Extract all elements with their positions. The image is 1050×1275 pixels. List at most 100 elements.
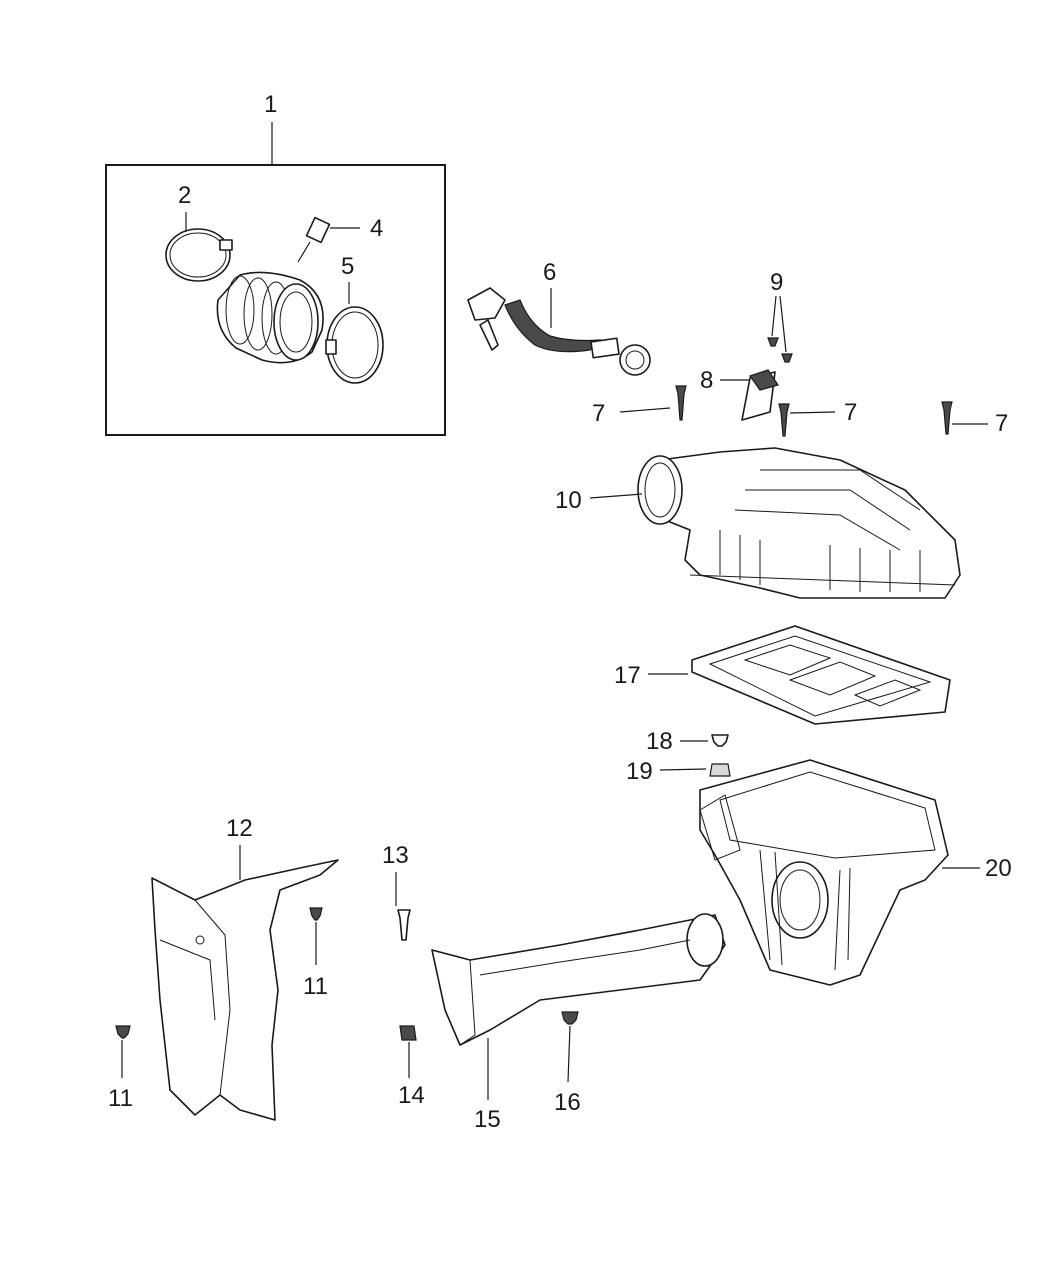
part-4-sensor: 4 <box>297 215 383 263</box>
intake-hose-end-inner <box>279 291 313 353</box>
part-16-push-pin: 16 <box>554 1011 581 1116</box>
cover-10-body <box>659 447 961 599</box>
callout-14: 14 <box>398 1082 425 1109</box>
clamp-5-screw <box>325 339 337 355</box>
pin-11a <box>309 907 323 921</box>
clamp-2-screw <box>219 239 233 251</box>
shield-12-body <box>151 859 339 1121</box>
bolt-7a <box>675 385 687 421</box>
callout-11b: 11 <box>108 1085 133 1112</box>
shield-12-fold <box>194 899 231 1096</box>
intake-hose-rib-1 <box>225 275 255 345</box>
callout-5: 5 <box>341 253 354 280</box>
housing-20-grid-4 <box>847 867 851 961</box>
leader-10 <box>589 493 643 499</box>
intake-hose-rib-2 <box>243 277 273 351</box>
kit-1-box <box>105 164 446 436</box>
shield-12-rib <box>159 939 216 1021</box>
callout-15: 15 <box>474 1106 501 1133</box>
housing-20-body <box>699 759 949 986</box>
part-12-shield: 12 <box>151 815 339 1121</box>
duct-15-mouth <box>431 949 476 1046</box>
part-17-air-filter: 17 <box>614 625 951 725</box>
duct-15-body <box>431 914 726 1046</box>
leader-7b <box>789 411 836 414</box>
leader-16 <box>567 1025 571 1083</box>
part-11-push-pins: 11 11 <box>108 907 328 1112</box>
part-10-airbox-cover: 10 <box>555 447 961 599</box>
part-13-bolt: 13 <box>382 842 411 941</box>
screw-9b <box>781 353 793 363</box>
screw-9a <box>767 337 779 347</box>
housing-20-grid-1 <box>759 849 771 961</box>
callout-16: 16 <box>554 1089 581 1116</box>
housing-20-outlet <box>771 861 829 939</box>
part-6-vent-hose: 6 <box>467 259 651 376</box>
callout-18: 18 <box>646 728 673 755</box>
callout-7c: 7 <box>995 410 1008 437</box>
part-14-clip: 14 <box>398 1025 425 1109</box>
grommet-18 <box>711 734 729 747</box>
cover-10-ridge-1 <box>760 469 921 511</box>
part-18-grommet: 18 <box>646 728 729 755</box>
filter-17-panel-1 <box>743 644 832 676</box>
bolt-7b <box>778 403 790 437</box>
vent-hose-6-sleeve <box>590 337 620 359</box>
duct-15-outlet <box>686 913 724 967</box>
callout-4: 4 <box>370 215 383 242</box>
vent-hose-6-connector-right <box>619 344 651 376</box>
part-19-isolator: 19 <box>626 758 731 785</box>
callout-8: 8 <box>700 367 713 394</box>
intake-hose-end <box>273 283 319 361</box>
sensor-4-probe <box>297 241 311 263</box>
part-15-air-duct: 15 <box>431 913 726 1133</box>
part-9-screws: 9 <box>767 269 793 363</box>
callout-12: 12 <box>226 815 253 842</box>
callout-7b: 7 <box>844 399 857 426</box>
filter-17-panel-3 <box>853 679 922 707</box>
shield-12-hole <box>195 935 205 945</box>
callout-10: 10 <box>555 487 582 514</box>
cover-10-inlet <box>637 455 683 525</box>
clamp-2-shape <box>165 228 231 282</box>
isolator-19 <box>709 763 731 777</box>
pin-11b <box>115 1025 131 1039</box>
vent-hose-6-bracket <box>479 319 499 351</box>
sensor-4-body <box>305 216 331 244</box>
filter-17-panel-2 <box>788 661 877 696</box>
housing-20-rim <box>719 771 936 859</box>
housing-20-grid-2 <box>774 851 783 966</box>
callout-11a: 11 <box>303 973 328 1000</box>
callout-20: 20 <box>985 855 1012 882</box>
vent-hose-6-connector-right-inner <box>625 350 645 370</box>
callout-19: 19 <box>626 758 653 785</box>
vent-hose-6-tube <box>504 299 602 353</box>
cover-10-base <box>689 574 956 586</box>
housing-20-grid-3 <box>834 869 841 971</box>
callout-13: 13 <box>382 842 409 869</box>
callout-9: 9 <box>770 269 783 296</box>
cover-10-ridge-2 <box>745 489 911 531</box>
leader-9b <box>779 295 787 353</box>
clamp-2-inner <box>169 232 227 278</box>
part-20-airbox-housing: 20 <box>699 759 1012 986</box>
kit-1-group: 1 <box>105 91 446 436</box>
bolt-7c <box>941 401 953 435</box>
bracket-8-top <box>749 369 779 391</box>
callout-2: 2 <box>178 182 191 209</box>
part-5-clamp: 5 <box>325 253 384 384</box>
housing-20-outlet-inner <box>779 869 821 931</box>
duct-15-ridge <box>479 939 691 976</box>
vent-hose-6-connector-left <box>467 287 506 321</box>
leader-19 <box>659 768 707 771</box>
filter-17-inner <box>708 635 932 717</box>
callout-7a: 7 <box>592 400 605 427</box>
cover-10-ridge-3 <box>734 509 901 551</box>
clip-14 <box>399 1025 417 1041</box>
part-2-clamp: 2 <box>165 182 233 282</box>
leader-7a <box>619 407 671 413</box>
callout-1: 1 <box>264 91 277 118</box>
part-intake-hose <box>216 271 324 364</box>
cover-10-inlet-inner <box>644 462 676 518</box>
callout-17: 17 <box>614 662 641 689</box>
